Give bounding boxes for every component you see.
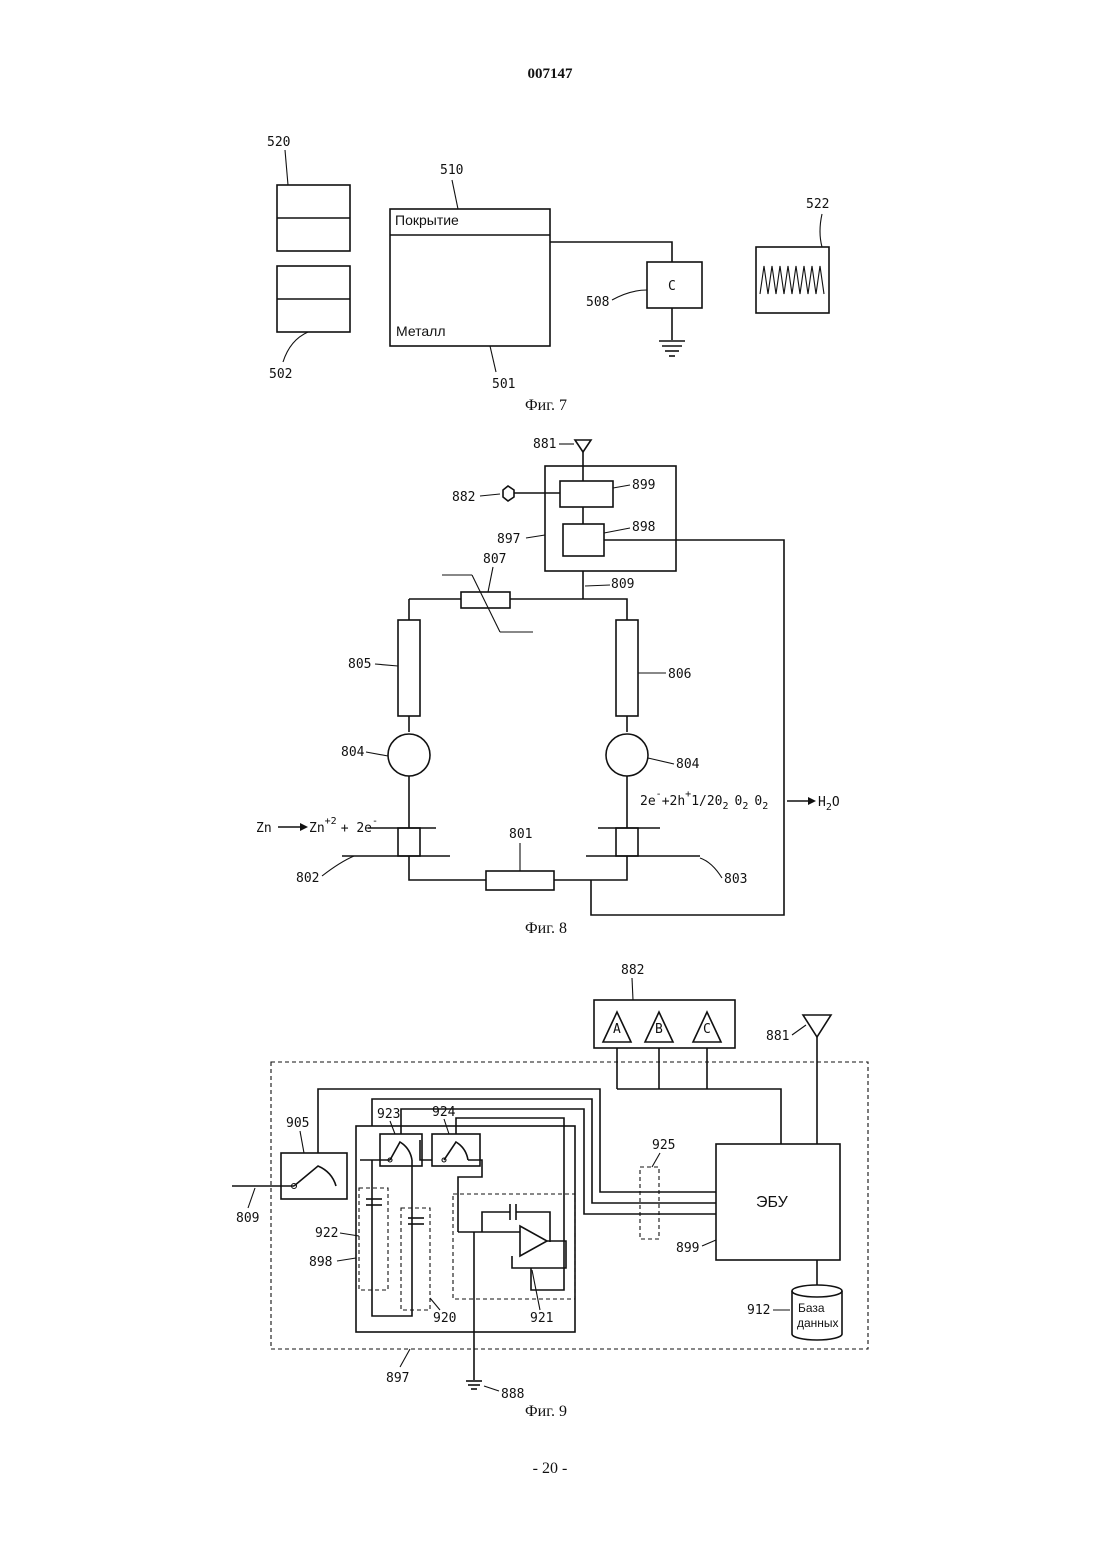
database-label-2: данных bbox=[797, 1316, 839, 1330]
electrode-803 bbox=[616, 828, 638, 856]
figure-8: 881 897 899 898 882 809 807 805 804 802 bbox=[0, 425, 1100, 945]
block-899 bbox=[560, 481, 613, 507]
anode-equation: Zn bbox=[256, 821, 272, 836]
ecu-label: ЭБУ bbox=[756, 1194, 789, 1211]
resistor-801 bbox=[486, 871, 554, 890]
sensor-a-label: A bbox=[613, 1022, 621, 1037]
figure-9: 882 A B C 881 897 ЭБУ 899 База данных 91… bbox=[0, 955, 1100, 1425]
ref-922: 922 bbox=[315, 1226, 338, 1241]
switch-923 bbox=[380, 1134, 422, 1166]
ref-899: 899 bbox=[632, 478, 655, 493]
block-898 bbox=[563, 524, 604, 556]
ref-801: 801 bbox=[509, 827, 532, 842]
antenna-icon bbox=[575, 440, 591, 466]
ref-898: 898 bbox=[309, 1255, 332, 1270]
ref-912: 912 bbox=[747, 1303, 770, 1318]
capacitor-922 bbox=[359, 1188, 388, 1290]
figure-9-caption: Фиг. 9 bbox=[525, 1403, 567, 1420]
page-number: - 20 - bbox=[0, 1460, 1100, 1478]
ref-921: 921 bbox=[530, 1311, 553, 1326]
ref-807: 807 bbox=[483, 552, 506, 567]
circuit-898 bbox=[356, 1126, 575, 1332]
ref-502: 502 bbox=[269, 367, 292, 382]
resistor-807 bbox=[461, 592, 510, 608]
product-water: H2O bbox=[818, 795, 840, 813]
ref-804-left: 804 bbox=[341, 745, 365, 760]
document-number: 007147 bbox=[0, 66, 1100, 83]
ref-899: 899 bbox=[676, 1241, 699, 1256]
database-label-1: База bbox=[798, 1301, 825, 1315]
ref-925: 925 bbox=[652, 1138, 675, 1153]
ref-881: 881 bbox=[766, 1029, 789, 1044]
ref-522: 522 bbox=[806, 197, 829, 212]
sensor-804-right bbox=[606, 734, 648, 776]
ref-888: 888 bbox=[501, 1387, 524, 1402]
ref-809: 809 bbox=[611, 577, 634, 592]
sensor-804-left bbox=[388, 734, 430, 776]
arrow-icon bbox=[278, 823, 308, 831]
capacitor-label: C bbox=[668, 279, 676, 294]
ref-905: 905 bbox=[286, 1116, 309, 1131]
ref-897: 897 bbox=[386, 1371, 409, 1386]
anode-product: Zn+2+ 2e- bbox=[309, 816, 378, 836]
ref-924: 924 bbox=[432, 1105, 456, 1120]
ref-809: 809 bbox=[236, 1211, 259, 1226]
figure-7-caption: Фиг. 7 bbox=[525, 397, 567, 414]
element-805 bbox=[398, 620, 420, 716]
ref-804-right: 804 bbox=[676, 757, 700, 772]
ref-520: 520 bbox=[267, 135, 290, 150]
element-806 bbox=[616, 620, 638, 716]
ref-882: 882 bbox=[621, 963, 644, 978]
connector-icon bbox=[503, 486, 560, 501]
ref-882: 882 bbox=[452, 490, 475, 505]
switch-924 bbox=[432, 1134, 480, 1166]
zigzag-icon bbox=[760, 266, 824, 294]
ref-806: 806 bbox=[668, 667, 691, 682]
ground-icon bbox=[466, 1381, 482, 1389]
ref-881: 881 bbox=[533, 437, 556, 452]
ref-923: 923 bbox=[377, 1107, 400, 1122]
ref-897: 897 bbox=[497, 532, 520, 547]
arrow-icon bbox=[787, 797, 816, 805]
cathode-equation: 2e-+2h+1/2020202 bbox=[640, 789, 768, 812]
integrator-921 bbox=[453, 1194, 575, 1299]
antenna-icon bbox=[803, 1015, 831, 1144]
ground-icon bbox=[659, 341, 685, 356]
ref-920: 920 bbox=[433, 1311, 456, 1326]
ref-510: 510 bbox=[440, 163, 463, 178]
figure-8-caption: Фиг. 8 bbox=[525, 920, 567, 937]
sensor-c-label: C bbox=[703, 1022, 711, 1037]
ref-802: 802 bbox=[296, 871, 319, 886]
coating-label: Покрытие bbox=[395, 212, 459, 228]
electrode-802 bbox=[398, 828, 420, 856]
op-amp-icon bbox=[520, 1226, 547, 1256]
ref-501: 501 bbox=[492, 377, 515, 392]
ref-803: 803 bbox=[724, 872, 747, 887]
ref-805: 805 bbox=[348, 657, 371, 672]
ref-898: 898 bbox=[632, 520, 655, 535]
figure-7: 520 502 Покрытие Металл 510 501 C 508 52… bbox=[0, 120, 1100, 420]
ref-508: 508 bbox=[586, 295, 609, 310]
sensor-b-label: B bbox=[655, 1022, 663, 1037]
metal-label: Металл bbox=[396, 323, 446, 339]
switch-905 bbox=[281, 1153, 347, 1199]
